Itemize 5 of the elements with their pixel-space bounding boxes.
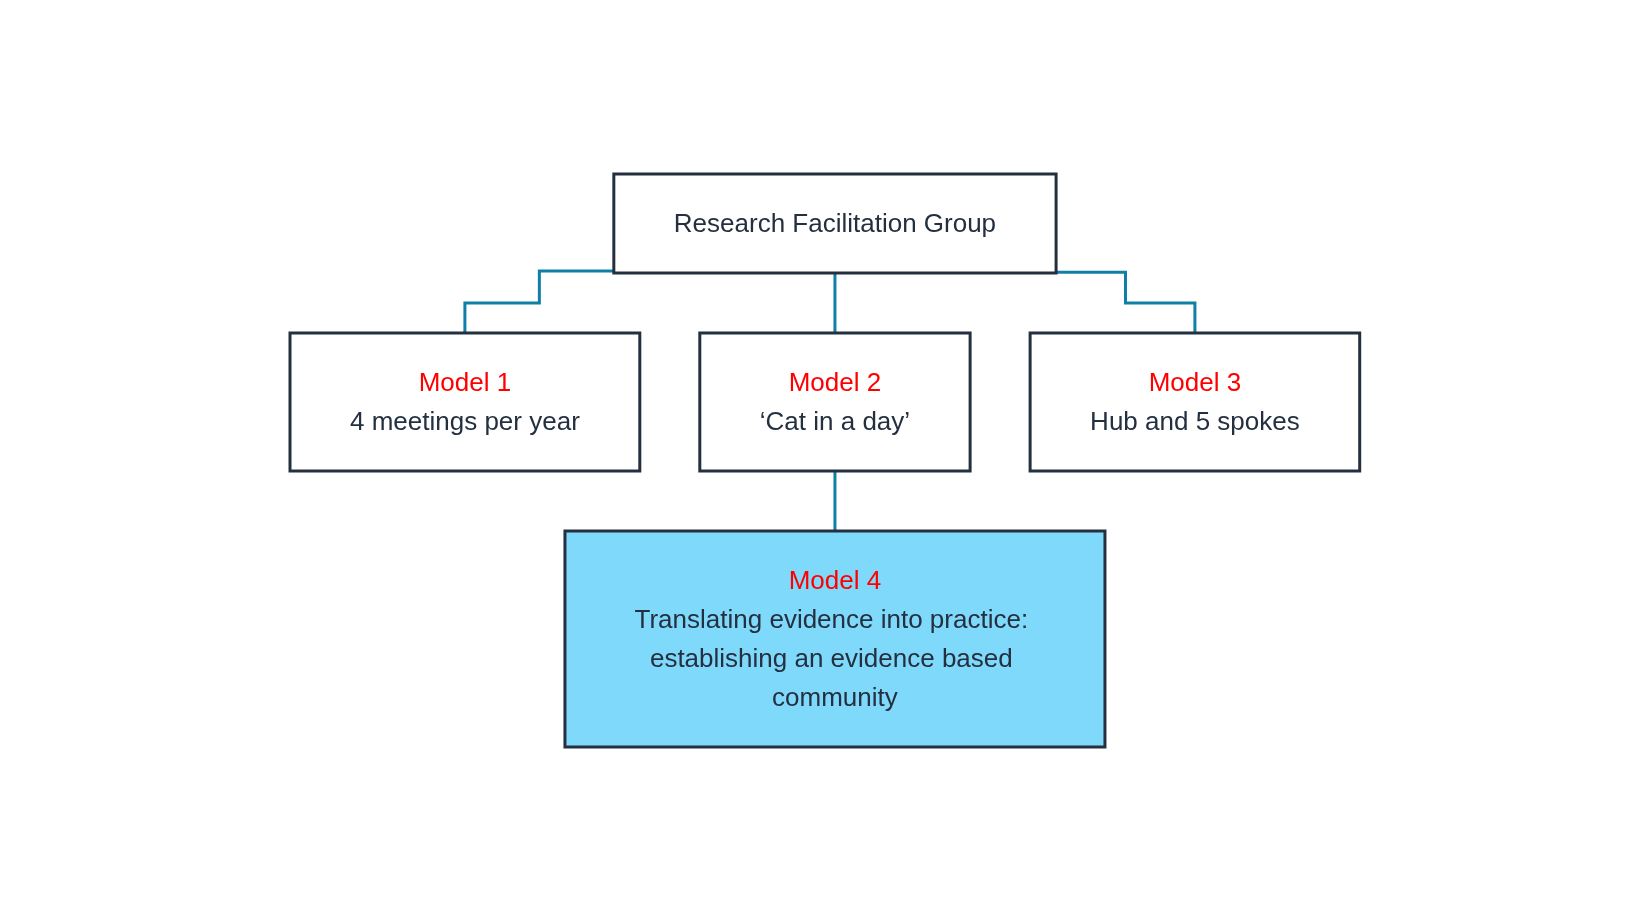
node-box: Model 3 Hub and 5 spokes xyxy=(1028,331,1362,473)
node-box: Model 1 4 meetings per year xyxy=(288,331,642,473)
node-box: Model 4 Translating evidence into practice: establishing an evidence based community xyxy=(563,529,1107,749)
node-box: Research Facilitation Group xyxy=(612,172,1058,275)
node-box: Model 2 ‘Cat in a day’ xyxy=(698,331,972,473)
